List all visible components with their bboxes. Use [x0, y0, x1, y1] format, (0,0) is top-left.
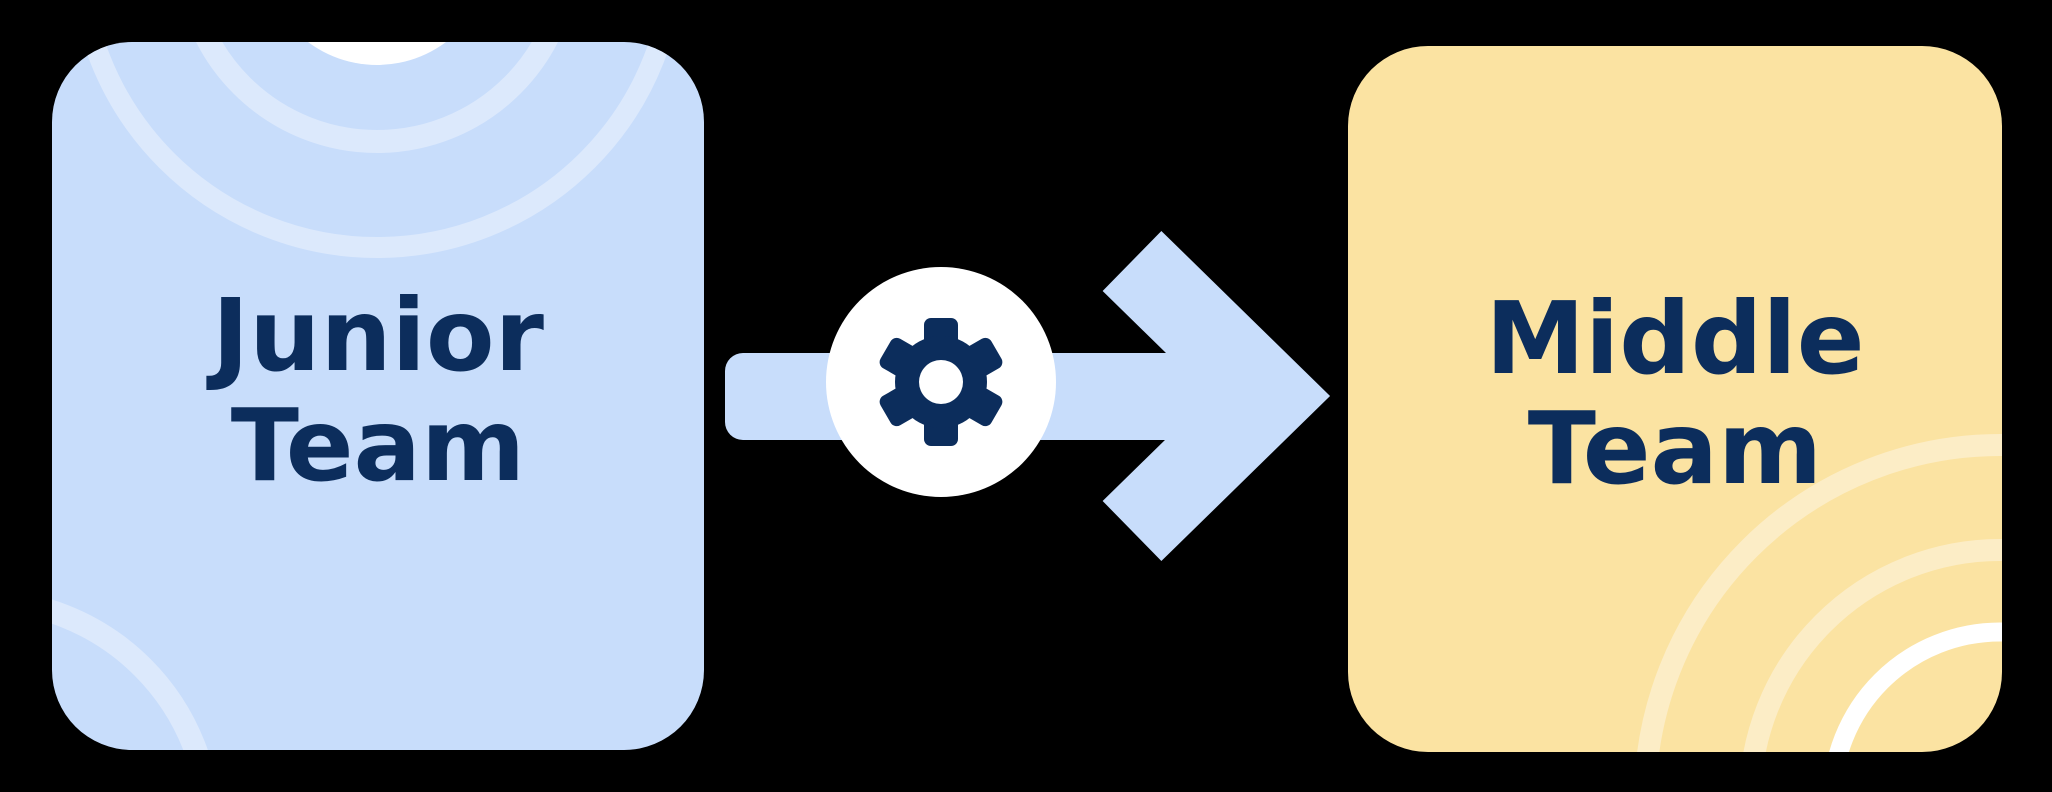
gear-center-hole [919, 360, 963, 404]
ripple-rings-top [83, 42, 671, 258]
node-middle-team-label: Middle Team [1485, 280, 1865, 507]
node-junior-team-label: Junior Team [212, 277, 544, 504]
node-middle-team: Middle Team [1348, 46, 2002, 752]
ripple-core-circle [308, 42, 446, 65]
ripple-ring-corner-bottom-left [52, 599, 208, 750]
node-junior-team: Junior Team [52, 42, 704, 750]
ripple-ring-mid [1743, 539, 2002, 752]
arrow-head [1102, 230, 1331, 562]
ripple-ring-outer [83, 42, 671, 258]
arrow-graphic [725, 230, 1331, 562]
ripple-ring-white [1829, 622, 2002, 752]
gear-icon [879, 318, 1003, 446]
ripple-ring-inner [196, 42, 558, 153]
transition-connector [720, 220, 1340, 570]
